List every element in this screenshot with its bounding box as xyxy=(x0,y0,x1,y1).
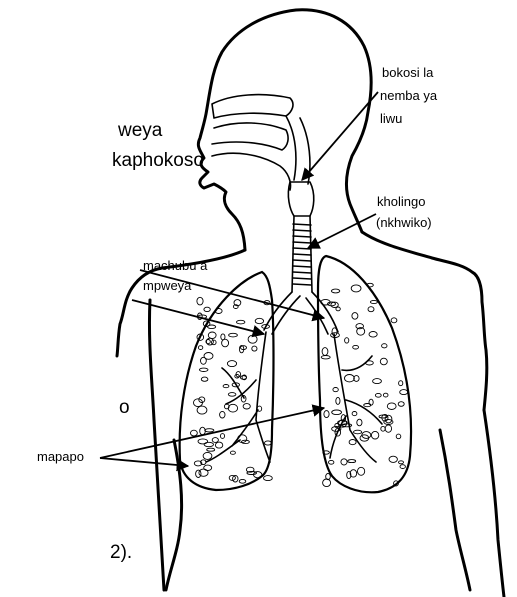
alveoli-speck xyxy=(323,479,331,487)
trachea-right-wall xyxy=(310,216,312,292)
lungs-pointer-left xyxy=(100,458,188,466)
label-lungs: mapapo xyxy=(37,449,84,464)
alveoli-speck xyxy=(391,318,397,323)
trachea-ring xyxy=(293,230,311,231)
alveoli-speck xyxy=(204,307,210,311)
label-trachea-line-2: (nkhwiko) xyxy=(376,215,432,230)
right-side-outline xyxy=(440,430,470,590)
trachea-ring xyxy=(293,260,311,261)
trachea-ring xyxy=(293,266,311,267)
right-arm-outline xyxy=(484,410,504,597)
cropped-body-text: weya kaphokoso o 2). xyxy=(110,120,204,563)
nasal-oral-cavity xyxy=(212,95,310,190)
alveoli-speck xyxy=(197,297,203,305)
trachea-ring xyxy=(293,272,311,273)
trachea-ring xyxy=(293,224,311,225)
label-bronchi-line-2: mpweya xyxy=(143,278,192,293)
label-trachea-line-1: kholingo xyxy=(377,194,425,209)
cropped-text-line-1: weya xyxy=(117,120,163,141)
larynx xyxy=(288,182,313,216)
label-epiglottis-line-2: nemba ya xyxy=(380,88,438,103)
alveoli-speck xyxy=(264,476,273,481)
label-epiglottis: bokosi la nemba ya liwu xyxy=(380,65,441,126)
cropped-text-line-3: o xyxy=(119,397,130,418)
nasal-cavity xyxy=(212,95,293,118)
trachea-rings xyxy=(293,224,311,285)
airway xyxy=(288,182,313,292)
trachea-ring xyxy=(293,254,311,255)
trachea-ring xyxy=(293,236,311,237)
cropped-text-line-4: 2). xyxy=(110,542,132,563)
trachea-pointer xyxy=(308,214,376,248)
trachea-ring xyxy=(293,278,311,279)
label-bronchi: machubu a mpweya xyxy=(143,258,211,293)
tongue xyxy=(212,153,291,190)
cropped-text-line-2: kaphokoso xyxy=(112,150,204,171)
label-bronchi-line-1: machubu a xyxy=(143,258,208,273)
label-epiglottis-line-1: bokosi la xyxy=(382,65,434,80)
palate xyxy=(212,123,288,150)
trachea-ring xyxy=(293,242,311,243)
label-trachea: kholingo (nkhwiko) xyxy=(376,194,432,230)
label-epiglottis-line-3: liwu xyxy=(380,111,402,126)
epiglottis-pointer xyxy=(302,92,378,180)
trachea-ring xyxy=(293,284,311,285)
